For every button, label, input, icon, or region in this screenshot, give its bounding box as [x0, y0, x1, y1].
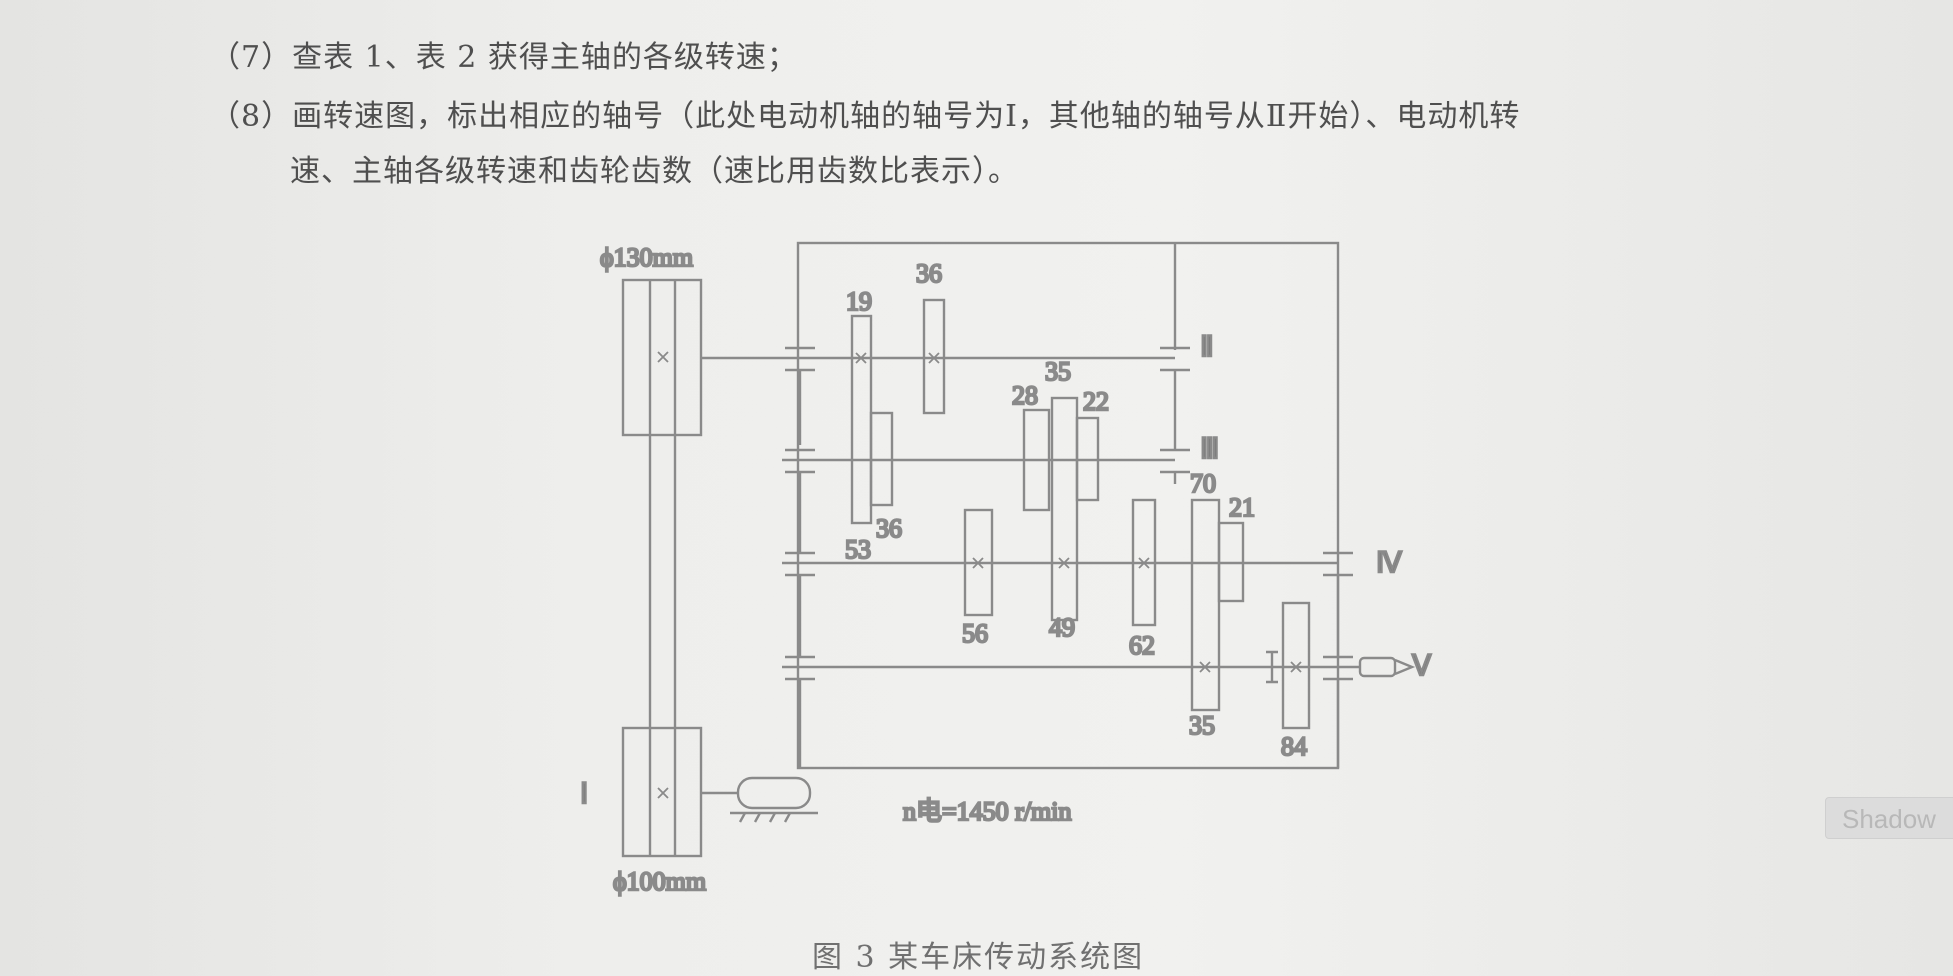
gears [850, 298, 1311, 730]
shaft-label-II: Ⅱ [1200, 332, 1214, 363]
shaft-label-V: Ⅴ [1412, 651, 1431, 682]
gear-35-49 [1050, 396, 1079, 622]
shaft-label-IV: Ⅳ [1376, 548, 1402, 579]
gear-label-84: 84 [1281, 732, 1307, 761]
gear-label-62: 62 [1129, 631, 1155, 660]
gear-21 [1217, 521, 1245, 603]
electric-motor [701, 776, 818, 823]
motor-speed-label: n电=1450 r/min [903, 797, 1072, 826]
gearbox-housing [796, 241, 1340, 770]
instruction-item-8-line2: 速、主轴各级转速和齿轮齿数（速比用齿数比表示）。 [290, 154, 1019, 189]
gear-22 [1075, 416, 1100, 502]
gear-label-53: 53 [845, 535, 871, 564]
clutch-mark [1266, 650, 1278, 684]
gear-36-shaft2 [922, 298, 946, 415]
gear-label-35-top: 35 [1045, 357, 1071, 386]
belt [648, 435, 677, 728]
spindle-output-arrow [1358, 656, 1416, 678]
pulley-bottom-diameter-label: ϕ100mm [613, 867, 706, 896]
gear-36-shaft3 [869, 411, 894, 507]
gear-84 [1281, 601, 1311, 730]
instruction-item-7: （7）查表 1、表 2 获得主轴的各级转速； [210, 40, 798, 75]
gear-label-21: 21 [1229, 493, 1255, 522]
shaft-label-I: Ⅰ [580, 779, 588, 810]
shadow-button[interactable]: Shadow [1825, 797, 1953, 839]
gear-label-36-top: 36 [916, 259, 942, 288]
gear-19-53 [850, 314, 873, 525]
gear-70-35 [1190, 498, 1221, 712]
gear-label-35-bottom: 35 [1189, 711, 1215, 740]
gear-label-70: 70 [1190, 469, 1216, 498]
gear-label-28: 28 [1012, 381, 1038, 410]
gear-label-22: 22 [1083, 387, 1109, 416]
figure-caption: 图 3 某车床传动系统图 [812, 940, 1145, 975]
instruction-item-8-line1: （8）画转速图，标出相应的轴号（此处电动机轴的轴号为Ⅰ，其他轴的轴号从Ⅱ开始）、… [210, 99, 1521, 134]
gear-62 [1131, 498, 1157, 627]
key-marks [657, 351, 1302, 799]
gear-label-19: 19 [846, 287, 872, 316]
gear-28 [1022, 408, 1051, 512]
shaft-label-III: Ⅲ [1200, 434, 1219, 465]
pulley-top-diameter-label: ϕ130mm [600, 243, 693, 272]
bearings [785, 346, 1353, 768]
gear-56 [963, 508, 994, 617]
gear-label-49: 49 [1049, 613, 1075, 642]
gear-label-36-bottom: 36 [876, 514, 902, 543]
gear-label-56: 56 [962, 619, 988, 648]
